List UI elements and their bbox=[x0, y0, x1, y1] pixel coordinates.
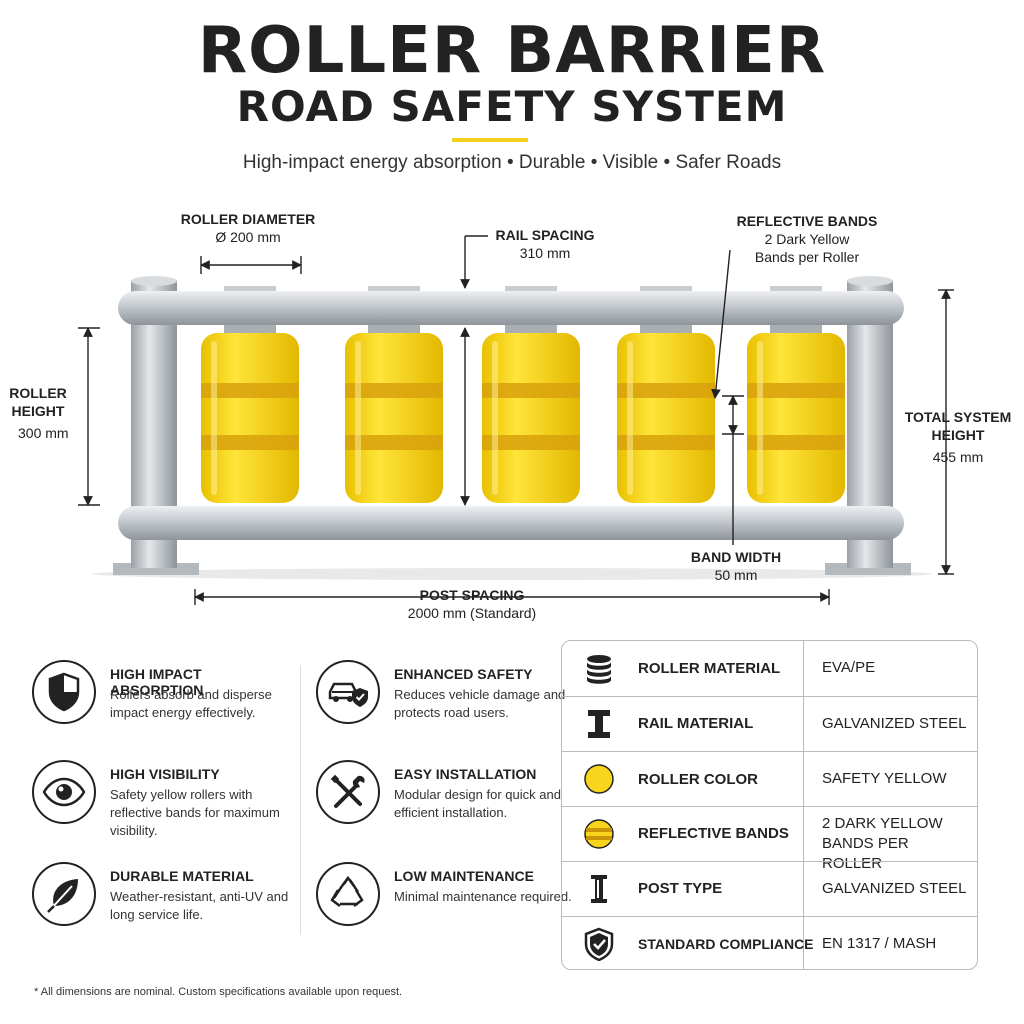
stack-icon bbox=[582, 652, 616, 686]
spec-row-reflective-bands: REFLECTIVE BANDS 2 DARK YELLOW BANDS PER… bbox=[562, 806, 977, 872]
roller-body bbox=[747, 333, 845, 503]
reflective-bands-label: REFLECTIVE BANDS 2 Dark Yellow Bands per… bbox=[736, 213, 878, 265]
reflective-band-1 bbox=[747, 383, 845, 398]
page-title: ROLLER BARRIER bbox=[197, 14, 827, 88]
total-height-label: TOTAL SYSTEM HEIGHT 455 mm bbox=[904, 409, 1012, 465]
feature-divider bbox=[300, 665, 301, 935]
roller-5 bbox=[747, 286, 845, 503]
reflective-band-2 bbox=[747, 435, 845, 450]
yellow-circle-icon bbox=[582, 762, 616, 796]
reflective-band-1 bbox=[201, 383, 299, 398]
roller-height-label: ROLLER HEIGHT 300 mm bbox=[9, 385, 69, 441]
spec-row-roller-color: ROLLER COLOR SAFETY YELLOW bbox=[562, 751, 977, 806]
roller-1 bbox=[201, 286, 299, 503]
barrier-illustration bbox=[78, 235, 954, 605]
feature-enhanced-safety: ENHANCED SAFETY Reduces vehicle damage a… bbox=[316, 660, 576, 740]
check-shield-icon bbox=[582, 927, 616, 962]
top-rail bbox=[118, 291, 904, 325]
roller-body bbox=[617, 333, 715, 503]
feature-durable-material: DURABLE MATERIAL Weather-resistant, anti… bbox=[32, 862, 292, 942]
spec-row-rail-material: RAIL MATERIAL GALVANIZED STEEL bbox=[562, 696, 977, 751]
spec-row-roller-material: ROLLER MATERIAL EVA/PE bbox=[562, 641, 977, 696]
spec-row-post-type: POST TYPE GALVANIZED STEEL bbox=[562, 861, 977, 916]
roller-body bbox=[482, 333, 580, 503]
reflective-band-1 bbox=[617, 383, 715, 398]
bottom-rail bbox=[118, 506, 904, 540]
roller-body bbox=[345, 333, 443, 503]
rollers-group bbox=[201, 286, 845, 503]
tools-icon bbox=[316, 760, 380, 824]
footnote: * All dimensions are nominal. Custom spe… bbox=[34, 986, 403, 998]
roller-body bbox=[201, 333, 299, 503]
post-icon bbox=[582, 872, 616, 906]
reflective-band-2 bbox=[345, 435, 443, 450]
feature-low-maintenance: LOW MAINTENANCE Minimal maintenance requ… bbox=[316, 862, 576, 942]
reflective-band-1 bbox=[345, 383, 443, 398]
roller-4 bbox=[617, 286, 715, 503]
recycle-icon bbox=[316, 862, 380, 926]
tagline: High-impact energy absorption • Durable … bbox=[242, 152, 782, 173]
rail-spacing-label: RAIL SPACING 310 mm bbox=[495, 227, 595, 261]
post-spacing-label: POST SPACING 2000 mm (Standard) bbox=[407, 587, 537, 621]
shield-icon bbox=[32, 660, 96, 724]
spec-table: ROLLER MATERIAL EVA/PE RAIL MATERIAL GAL… bbox=[561, 640, 978, 970]
band-width-label: BAND WIDTH 50 mm bbox=[690, 549, 782, 583]
roller-2 bbox=[345, 286, 443, 503]
eye-icon bbox=[32, 760, 96, 824]
reflective-band-2 bbox=[201, 435, 299, 450]
feature-easy-installation: EASY INSTALLATION Modular design for qui… bbox=[316, 760, 576, 840]
feature-high-impact-absorption: HIGH IMPACT ABSORPTION Rollers absorb an… bbox=[32, 660, 292, 740]
leaf-icon bbox=[32, 862, 96, 926]
roller-diameter-label: ROLLER DIAMETER Ø 200 mm bbox=[180, 211, 316, 245]
accent-divider bbox=[452, 138, 528, 142]
reflective-bands-pointer bbox=[711, 249, 731, 399]
barrier-diagram: ROLLER DIAMETER Ø 200 mm RAIL SPACING 31… bbox=[0, 200, 1024, 640]
ground-shadow bbox=[92, 568, 932, 580]
page-subtitle: ROAD SAFETY SYSTEM bbox=[236, 82, 788, 131]
i-beam-icon bbox=[582, 707, 616, 741]
reflective-band-2 bbox=[482, 435, 580, 450]
spec-row-standard-compliance: STANDARD COMPLIANCE EN 1317 / MASH bbox=[562, 916, 977, 969]
reflective-band-1 bbox=[482, 383, 580, 398]
roller-3 bbox=[482, 286, 580, 503]
car-shield-icon bbox=[316, 660, 380, 724]
reflective-band-2 bbox=[617, 435, 715, 450]
feature-high-visibility: HIGH VISIBILITY Safety yellow rollers wi… bbox=[32, 760, 292, 840]
banded-circle-icon bbox=[582, 817, 616, 851]
